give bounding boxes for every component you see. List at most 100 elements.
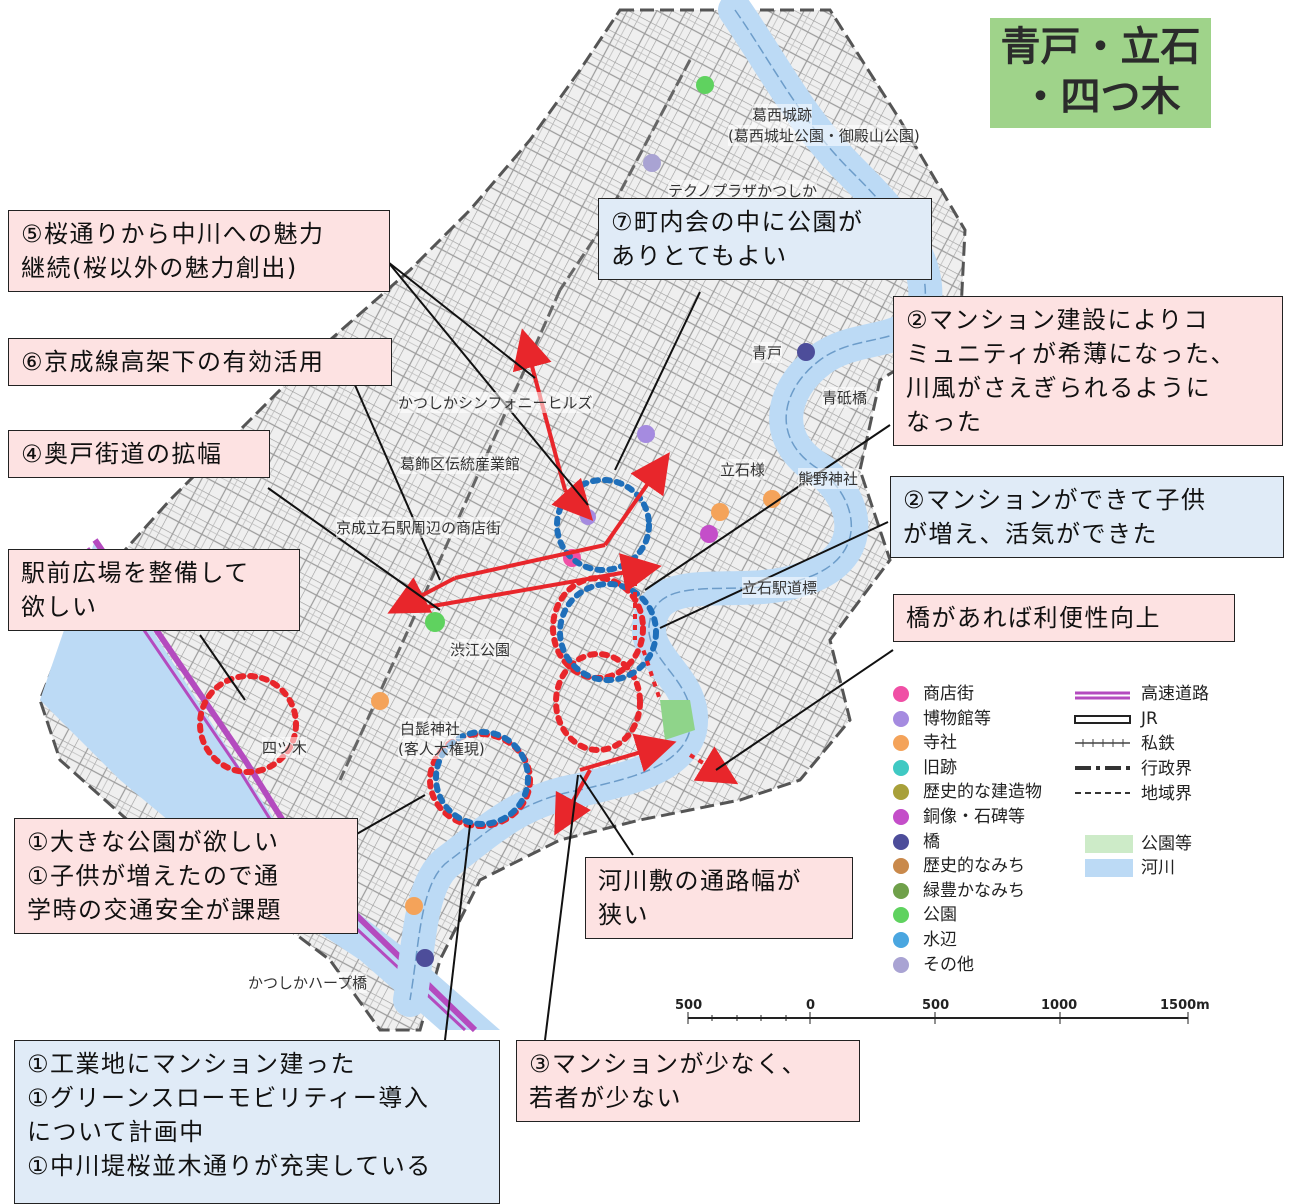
arakawa-river xyxy=(40,540,500,1030)
legend-dot-icon xyxy=(893,882,909,899)
callout-line: ③マンションが少なく、 xyxy=(529,1050,808,1078)
callout-riverside-path: 河川敷の通路幅が 狭い xyxy=(585,857,853,939)
callout-line: 学時の交通安全が課題 xyxy=(27,896,282,924)
legend-dot-icon xyxy=(893,833,909,850)
legend-dot-icon xyxy=(893,956,909,973)
legend-river: 河川 xyxy=(1141,858,1175,878)
area-title-line2: ・四つ木 xyxy=(1020,74,1181,120)
callout-line: 河川敷の通路幅が xyxy=(598,867,802,895)
callout-large-park: ①大きな公園が欲しい ①子供が増えたので通 学時の交通安全が課題 xyxy=(14,818,358,934)
callout-community-thinning: ②マンション建設によりコ ミュニティが希薄になった、 川風がさえぎられるように … xyxy=(893,296,1283,446)
callout-keisei-underpass: ⑥京成線高架下の有効活用 xyxy=(8,338,392,386)
legend-label: 銅像・石碑等 xyxy=(923,807,1025,827)
label-kasai-castle: 葛西城跡 xyxy=(752,104,813,125)
callout-line: 橋があれば利便性向上 xyxy=(906,604,1161,632)
legend-district-boundary: 地域界 xyxy=(1141,784,1192,804)
legend-admin-boundary: 行政界 xyxy=(1141,759,1192,779)
legend-dot-icon xyxy=(893,784,909,801)
legend-label: 歴史的な建造物 xyxy=(923,782,1042,803)
label-aoto-bridge: 青砥橋 xyxy=(822,387,868,408)
callout-line: ①子供が増えたので通 xyxy=(27,862,280,890)
legend-dot-icon xyxy=(893,686,909,702)
scale-tick: 0 xyxy=(806,998,816,1013)
legend-label: 歴史的なみち xyxy=(923,856,1025,877)
callout-line: ⑥京成線高架下の有効活用 xyxy=(21,348,325,376)
callout-line: について計画中 xyxy=(27,1118,205,1146)
legend-expressway: 高速道路 xyxy=(1141,684,1209,704)
legend-label: 博物館等 xyxy=(923,708,991,729)
label-tateishi-shopping: 京成立石駅周辺の商店街 xyxy=(336,517,502,538)
callout-line: が増え、活気ができた xyxy=(903,520,1158,548)
legend-label: 公園 xyxy=(923,905,957,926)
scale-tick: 1500m xyxy=(1160,998,1210,1013)
callout-few-young: ③マンションが少なく、 若者が少ない xyxy=(516,1040,860,1122)
callout-line: 若者が少ない xyxy=(529,1084,682,1112)
callout-line: ありとてもよい xyxy=(611,242,788,270)
callout-line: ①工業地にマンション建った xyxy=(27,1050,357,1078)
legend-dot-icon xyxy=(893,735,909,752)
callout-line: ⑦町内会の中に公園が xyxy=(611,208,864,236)
callout-line: 川風がさえぎられるように xyxy=(906,374,1212,402)
label-tateishi-sama: 立石様 xyxy=(720,459,766,480)
legend-label: 寺社 xyxy=(923,733,957,754)
label-symphony-hills: かつしかシンフォニーヒルズ xyxy=(398,392,593,413)
legend-line-symbols xyxy=(1074,691,1133,877)
label-aoto: 青戸 xyxy=(752,342,783,363)
callout-line: なった xyxy=(906,408,983,436)
red-arrows xyxy=(387,328,739,836)
legend-label: 旧跡 xyxy=(923,757,957,778)
callout-okudo-widening: ④奥戸街道の拡幅 xyxy=(8,430,270,478)
legend-label: 商店街 xyxy=(923,684,974,704)
legend-label: 橋 xyxy=(923,831,940,852)
label-craft-museum: 葛飾区伝統産業館 xyxy=(400,453,521,474)
railway-line xyxy=(338,289,562,781)
callout-line: 欲しい xyxy=(21,593,98,621)
callout-line: ①グリーンスローモビリティー導入 xyxy=(27,1084,430,1112)
callout-line: ②マンションができて子供 xyxy=(903,486,1207,514)
scale-tick: 500 xyxy=(922,998,950,1013)
callout-line: ①大きな公園が欲しい xyxy=(27,828,280,856)
label-station-marker: 立石駅道標 xyxy=(742,577,818,598)
map-legend: 商店街博物館等寺社旧跡歴史的な建造物銅像・石碑等橋歴史的なみち緑豊かなみち公園水… xyxy=(893,682,1233,982)
area-title-line1: 青戸・立石 xyxy=(1000,24,1201,70)
callout-sakura-street: ⑤桜通りから中川への魅力 継続(桜以外の魅力創出) xyxy=(8,210,390,292)
callout-bridge: 橋があれば利便性向上 xyxy=(893,594,1235,642)
legend-dot-icon xyxy=(893,858,909,875)
label-techno-plaza: テクノプラザかつしか xyxy=(668,180,818,201)
label-kyaku-gongen: (客人大権現) xyxy=(398,738,485,759)
callout-line: 継続(桜以外の魅力創出) xyxy=(21,254,298,282)
legend-dot-icon xyxy=(893,710,909,727)
callout-line: ④奥戸街道の拡幅 xyxy=(21,440,223,468)
legend-label: 緑豊かなみち xyxy=(923,880,1025,901)
blue-dotted-circles xyxy=(433,477,659,827)
callout-park-in-town: ⑦町内会の中に公園が ありとてもよい xyxy=(598,198,932,280)
label-kumano-shrine: 熊野神社 xyxy=(798,468,859,489)
legend-label: その他 xyxy=(923,954,974,975)
label-shibue-park: 渋江公園 xyxy=(450,639,511,660)
scale-bar xyxy=(687,1012,1189,1024)
label-kasai-castle-park: (葛西城址公園・御殿山公園) xyxy=(728,125,920,146)
callout-more-children: ②マンションができて子供 が増え、活気ができた xyxy=(890,476,1284,558)
scale-tick: 500 xyxy=(675,998,703,1013)
callout-line: ①中川堤桜並木通りが充実している xyxy=(27,1152,432,1180)
label-shirahige-shrine: 白髭神社 xyxy=(400,718,461,739)
scale-tick: 1000 xyxy=(1041,998,1078,1013)
legend-dot-icon xyxy=(893,809,909,825)
label-yotsugi: 四ツ木 xyxy=(262,737,308,758)
leader-lines xyxy=(199,261,894,1041)
legend-park-area: 公園等 xyxy=(1141,834,1192,854)
legend-dot-icon xyxy=(893,907,909,924)
area-title: 青戸・立石 ・四つ木 xyxy=(990,18,1211,128)
legend-dot-icon xyxy=(893,932,909,948)
legend-private-rail: 私鉄 xyxy=(1141,734,1175,754)
legend-dot-icon xyxy=(893,759,909,776)
callout-line: ミュニティが希薄になった、 xyxy=(906,340,1237,368)
callout-line: 狭い xyxy=(598,901,649,929)
callout-line: ②マンション建設によりコ xyxy=(906,306,1210,334)
callout-station-plaza: 駅前広場を整備して 欲しい xyxy=(8,549,300,631)
callout-industrial-mansion: ①工業地にマンション建った ①グリーンスローモビリティー導入 について計画中 ①… xyxy=(14,1040,500,1204)
legend-jr: JR xyxy=(1141,709,1158,729)
callout-line: 駅前広場を整備して xyxy=(21,559,250,587)
legend-label: 水辺 xyxy=(923,930,957,950)
callout-line: ⑤桜通りから中川への魅力 xyxy=(21,220,325,248)
